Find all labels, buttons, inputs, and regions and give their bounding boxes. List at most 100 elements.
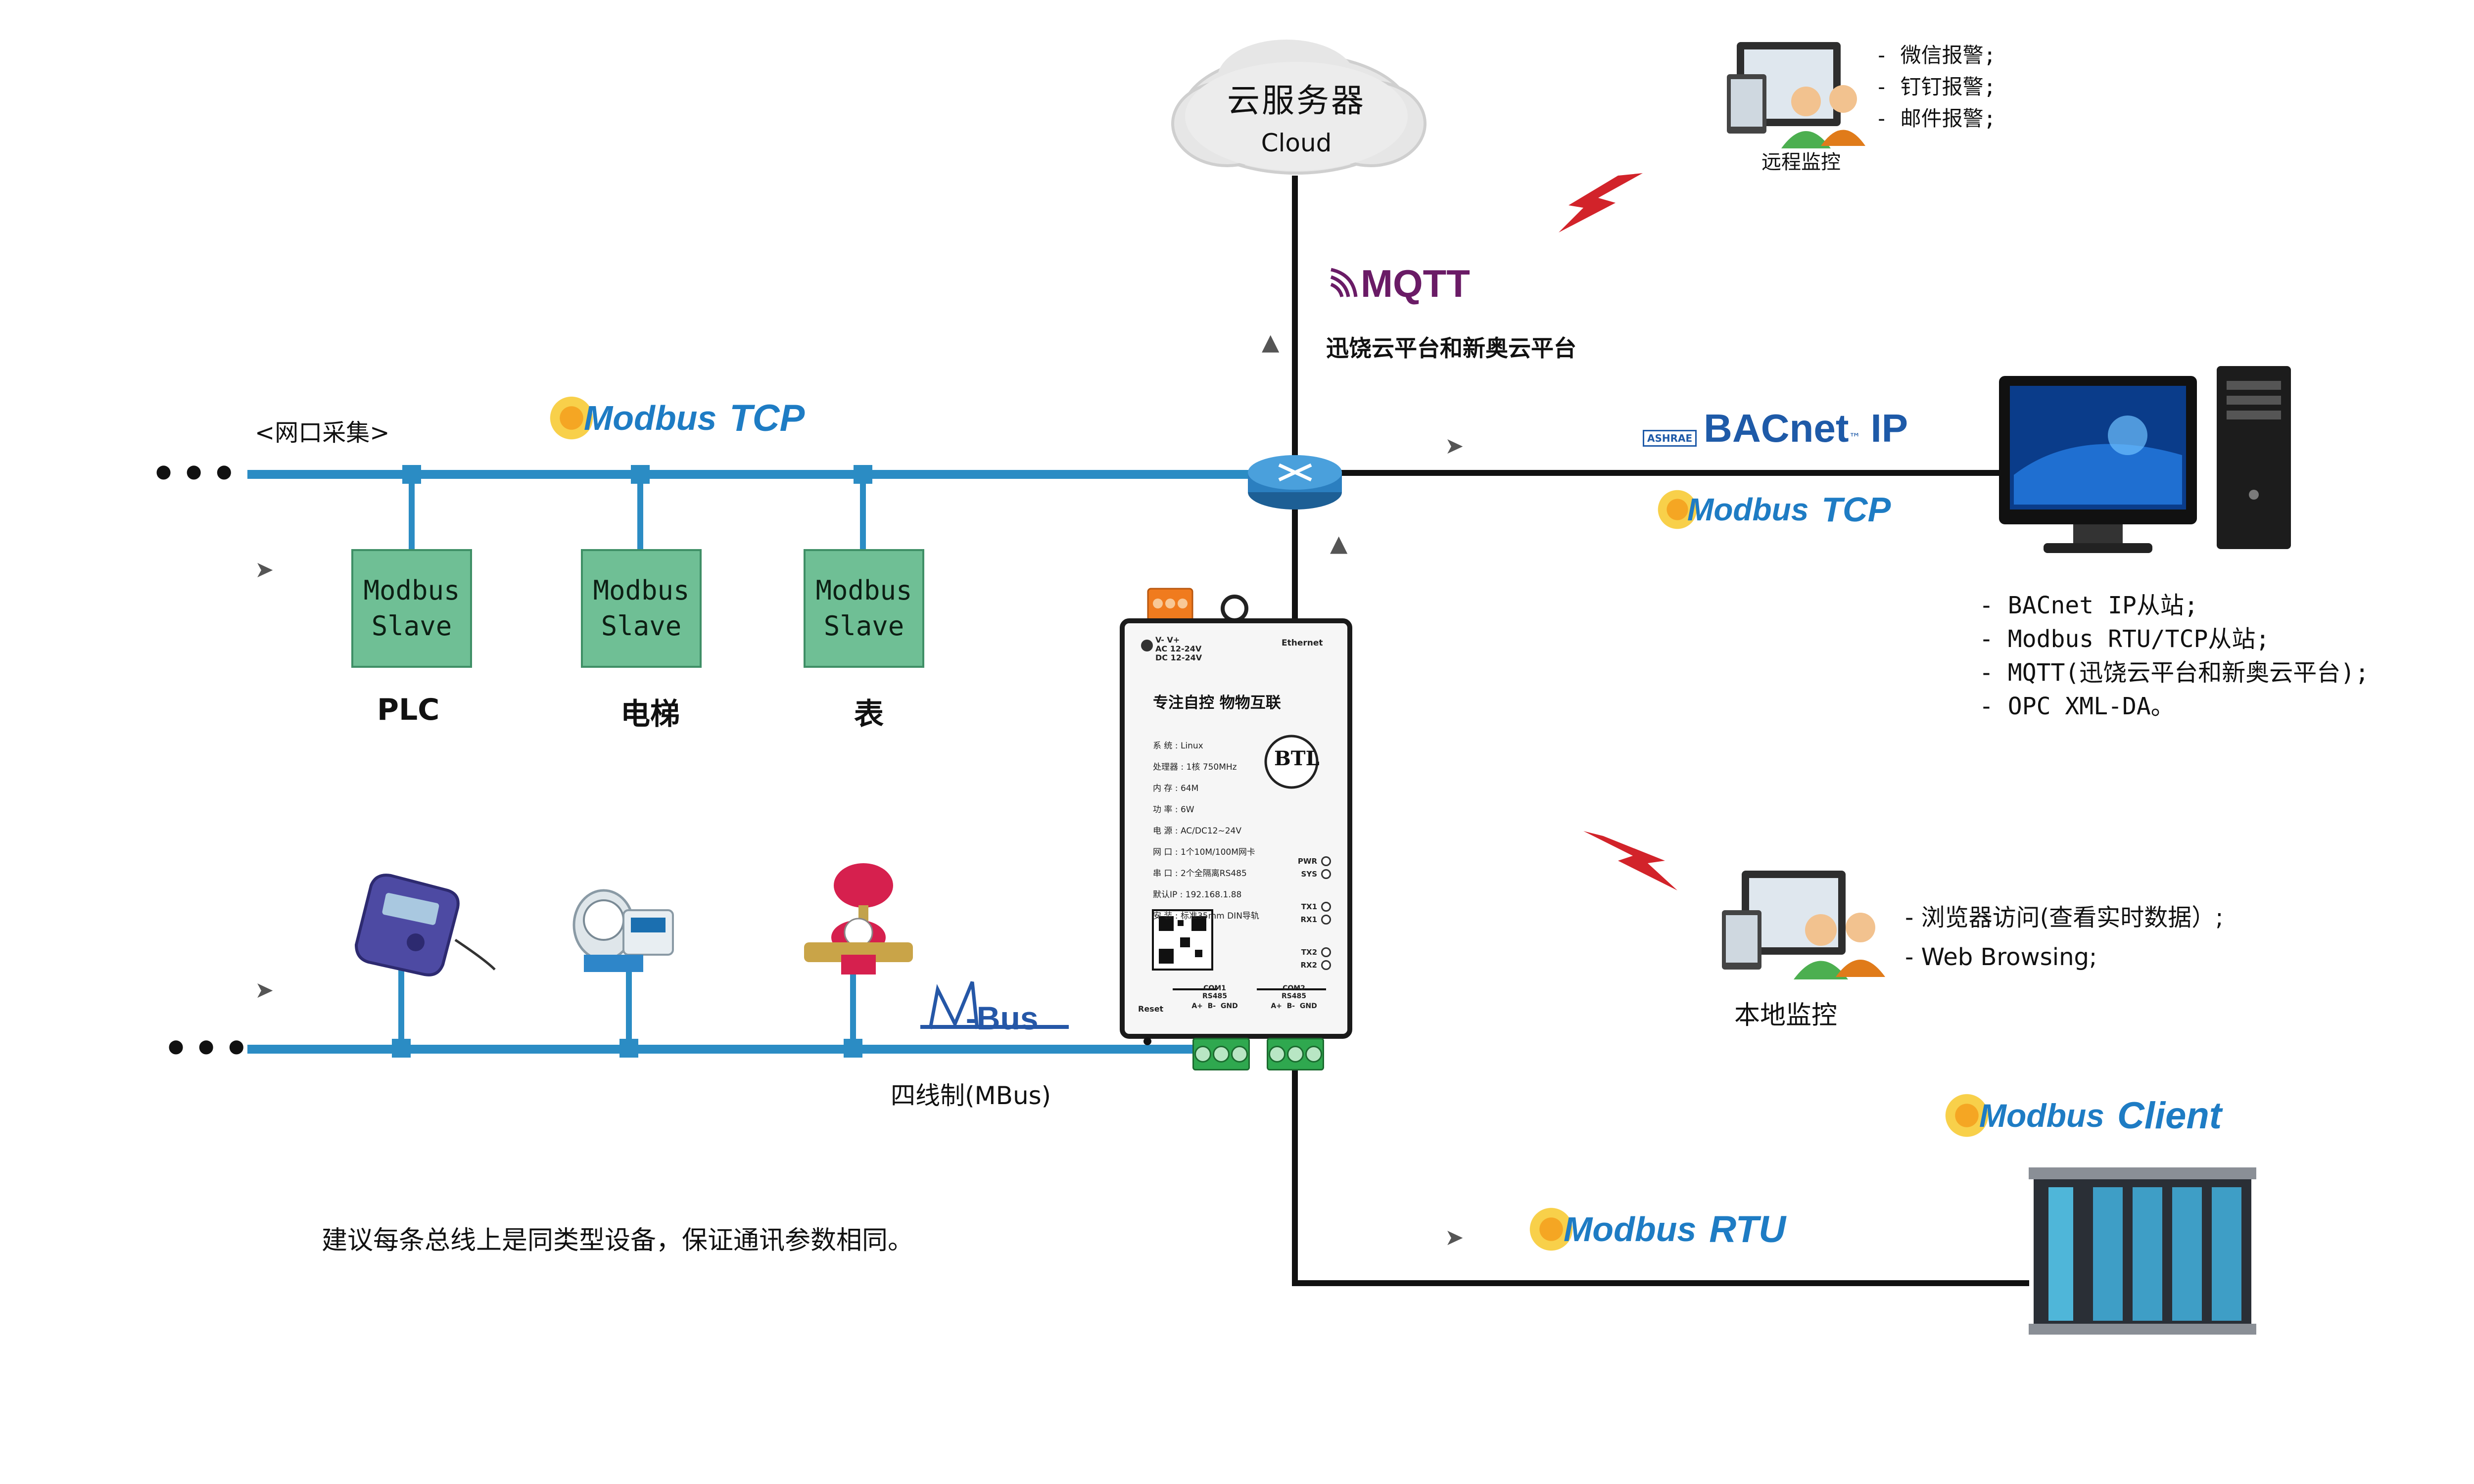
- modbus-word: Modbus: [1564, 1210, 1697, 1249]
- pc-icon: [1999, 366, 2291, 553]
- modbus-logo-icon: [1653, 485, 1702, 534]
- gateway-com1: COM1 RS485 A+ B- GND: [1188, 984, 1242, 1010]
- gateway-ethernet-label: Ethernet: [1282, 638, 1323, 648]
- ethernet-direction-arrow-icon: ➤: [255, 556, 274, 583]
- modbus-logo-icon: [1524, 1202, 1578, 1256]
- mbus-ellipsis: •••: [163, 1025, 254, 1071]
- led-icon: [1321, 947, 1331, 957]
- spec-system: 系 统 : Linux: [1153, 741, 1203, 751]
- led-icon: [1321, 856, 1331, 866]
- local-monitor-graphic: [1722, 871, 1885, 979]
- feature-opc: - OPC XML-DA。: [1979, 693, 2175, 720]
- tcp-word: TCP: [729, 397, 805, 439]
- mbus-direction-arrow-icon: ➤: [255, 976, 274, 1003]
- local-browser-access: - 浏览器访问(查看实时数据）;: [1905, 904, 2224, 931]
- com2-name: COM2: [1283, 984, 1305, 992]
- com1-name: COM1: [1203, 984, 1226, 992]
- led-tx2: TX2: [1277, 946, 1331, 959]
- led-icon: [1321, 902, 1331, 912]
- modbus-slave-plc: Modbus Slave: [351, 549, 472, 668]
- ashrae-badge: ASHRAE: [1643, 430, 1697, 447]
- heat-meter-icon: [354, 874, 496, 976]
- bacnet-ip-word: IP: [1870, 406, 1908, 450]
- com2-pins: A+ B- GND: [1271, 1002, 1317, 1010]
- remote-monitor-graphic: [1727, 42, 1865, 148]
- plc-rack-icon: [2029, 1167, 2256, 1335]
- led-rx1: RX1: [1277, 913, 1331, 926]
- ethernet-bus-line: [247, 470, 1286, 479]
- com2-terminal-block: [1267, 1038, 1324, 1070]
- router-to-gateway: [1292, 495, 1298, 623]
- led-icon: [1321, 869, 1331, 879]
- rtu-link: [1292, 1280, 2029, 1286]
- cloud-title: 云服务器: [1227, 82, 1366, 120]
- modbus-word: Modbus: [1687, 492, 1809, 527]
- mqtt-logo: MQTT: [1361, 262, 1470, 305]
- device-label-plc: PLC: [377, 693, 440, 727]
- btl-logo: BTL: [1274, 747, 1320, 770]
- mbus-line: [247, 1045, 1217, 1054]
- cloud-shape: [1171, 40, 1427, 175]
- slave-drop-elevator: [637, 475, 643, 549]
- spec-serial: 串 口 : 2个全隔离RS485: [1153, 869, 1247, 879]
- device-label-elevator: 电梯: [620, 697, 680, 732]
- com2-type: RS485: [1281, 992, 1307, 1000]
- spec-cpu: 处理器 : 1核 750MHz: [1153, 762, 1237, 772]
- slave-drop-plc: [409, 475, 415, 549]
- com1-type: RS485: [1202, 992, 1228, 1000]
- bus-recommendation-note: 建议每条总线上是同类型设备，保证通讯参数相同。: [322, 1226, 914, 1255]
- bacnet-ip-logo: ASHRAE BACnet ™ IP: [1643, 406, 1908, 451]
- spec-default-ip: 默认IP : 192.168.1.88: [1153, 890, 1242, 900]
- com1-pins: A+ B- GND: [1191, 1002, 1238, 1010]
- gateway-slogan: 专注自控 物物互联: [1153, 694, 1281, 712]
- feature-mqtt: - MQTT(迅饶云平台和新奥云平台);: [1979, 659, 2370, 687]
- modbus-slave-meter: Modbus Slave: [804, 549, 924, 668]
- led-tx1: TX1: [1277, 900, 1331, 913]
- led-rx2: RX2: [1277, 959, 1331, 972]
- modbus-tcp-pc-logo: Modbus TCP: [1653, 485, 1891, 534]
- mbus-logo: M -Bus: [925, 984, 1039, 1037]
- local-web-browsing: - Web Browsing;: [1905, 943, 2097, 971]
- cloud-uplink: [1292, 176, 1298, 458]
- bacnet-word: BACnet: [1704, 406, 1849, 450]
- mbus-logo-mark: [928, 981, 979, 1029]
- modbus-word: Modbus: [1979, 1097, 2104, 1134]
- spec-network: 网 口 : 1个10M/100M网卡: [1153, 847, 1255, 857]
- spec-memory: 内 存 : 64M: [1153, 784, 1199, 793]
- alert-email: - 邮件报警;: [1875, 106, 1996, 131]
- wireless-bolt-local: [1583, 831, 1677, 890]
- modbus-rtu-logo: Modbus RTU: [1524, 1202, 1786, 1256]
- spec-supply: 电 源 : AC/DC12~24V: [1153, 826, 1241, 836]
- gateway-feature-list: - BACnet IP从站; - Modbus RTU/TCP从站; - MQT…: [1979, 589, 2369, 723]
- modbus-tcp-bus-logo: Modbus TCP: [544, 391, 805, 445]
- led-pwr: PWR: [1277, 855, 1331, 868]
- mbus-caption: 四线制(MBus): [891, 1081, 1051, 1110]
- rtu-word: RTU: [1709, 1208, 1786, 1251]
- feature-bacnet: - BACnet IP从站;: [1979, 592, 2198, 619]
- mqtt-caption: 迅饶云平台和新奥云平台: [1326, 335, 1576, 362]
- remote-monitor-label: 远程监控: [1761, 151, 1841, 174]
- led-icon: [1321, 915, 1331, 925]
- slave-drop-meter: [860, 475, 866, 549]
- spec-mounting: 安 装 : 标准35mm DIN导轨: [1153, 911, 1259, 921]
- rtu-direction-arrow-icon: ➤: [1445, 1224, 1464, 1251]
- gateway-reset-label: Reset: [1138, 1004, 1164, 1014]
- wireless-bolt-remote: [1559, 173, 1643, 232]
- gateway-body: [1120, 588, 1352, 1045]
- gateway-led-panel: PWR SYS TX1 RX1 TX2 RX2: [1277, 855, 1331, 972]
- device-label-meter: 表: [854, 697, 884, 732]
- bacnet-direction-arrow-icon: ➤: [1445, 432, 1464, 459]
- client-word: Client: [2117, 1094, 2222, 1137]
- com1-terminal-block: [1192, 1038, 1250, 1070]
- bacnet-link: [1336, 470, 2004, 476]
- modbus-logo-icon: [544, 391, 599, 445]
- valve-water-meter-icon: [804, 863, 913, 974]
- modbus-client-logo: Modbus Client: [1940, 1088, 2222, 1143]
- ethernet-bus-ellipsis: •••: [151, 451, 242, 497]
- cloud-server: 云服务器 Cloud: [1188, 74, 1405, 157]
- modbus-logo-icon: [1940, 1088, 1994, 1143]
- router-icon: [1248, 455, 1342, 510]
- gateway-uplink-arrow-icon: ▲: [1330, 530, 1348, 556]
- gateway-power-label: V- V+ AC 12-24V DC 12-24V: [1155, 635, 1202, 662]
